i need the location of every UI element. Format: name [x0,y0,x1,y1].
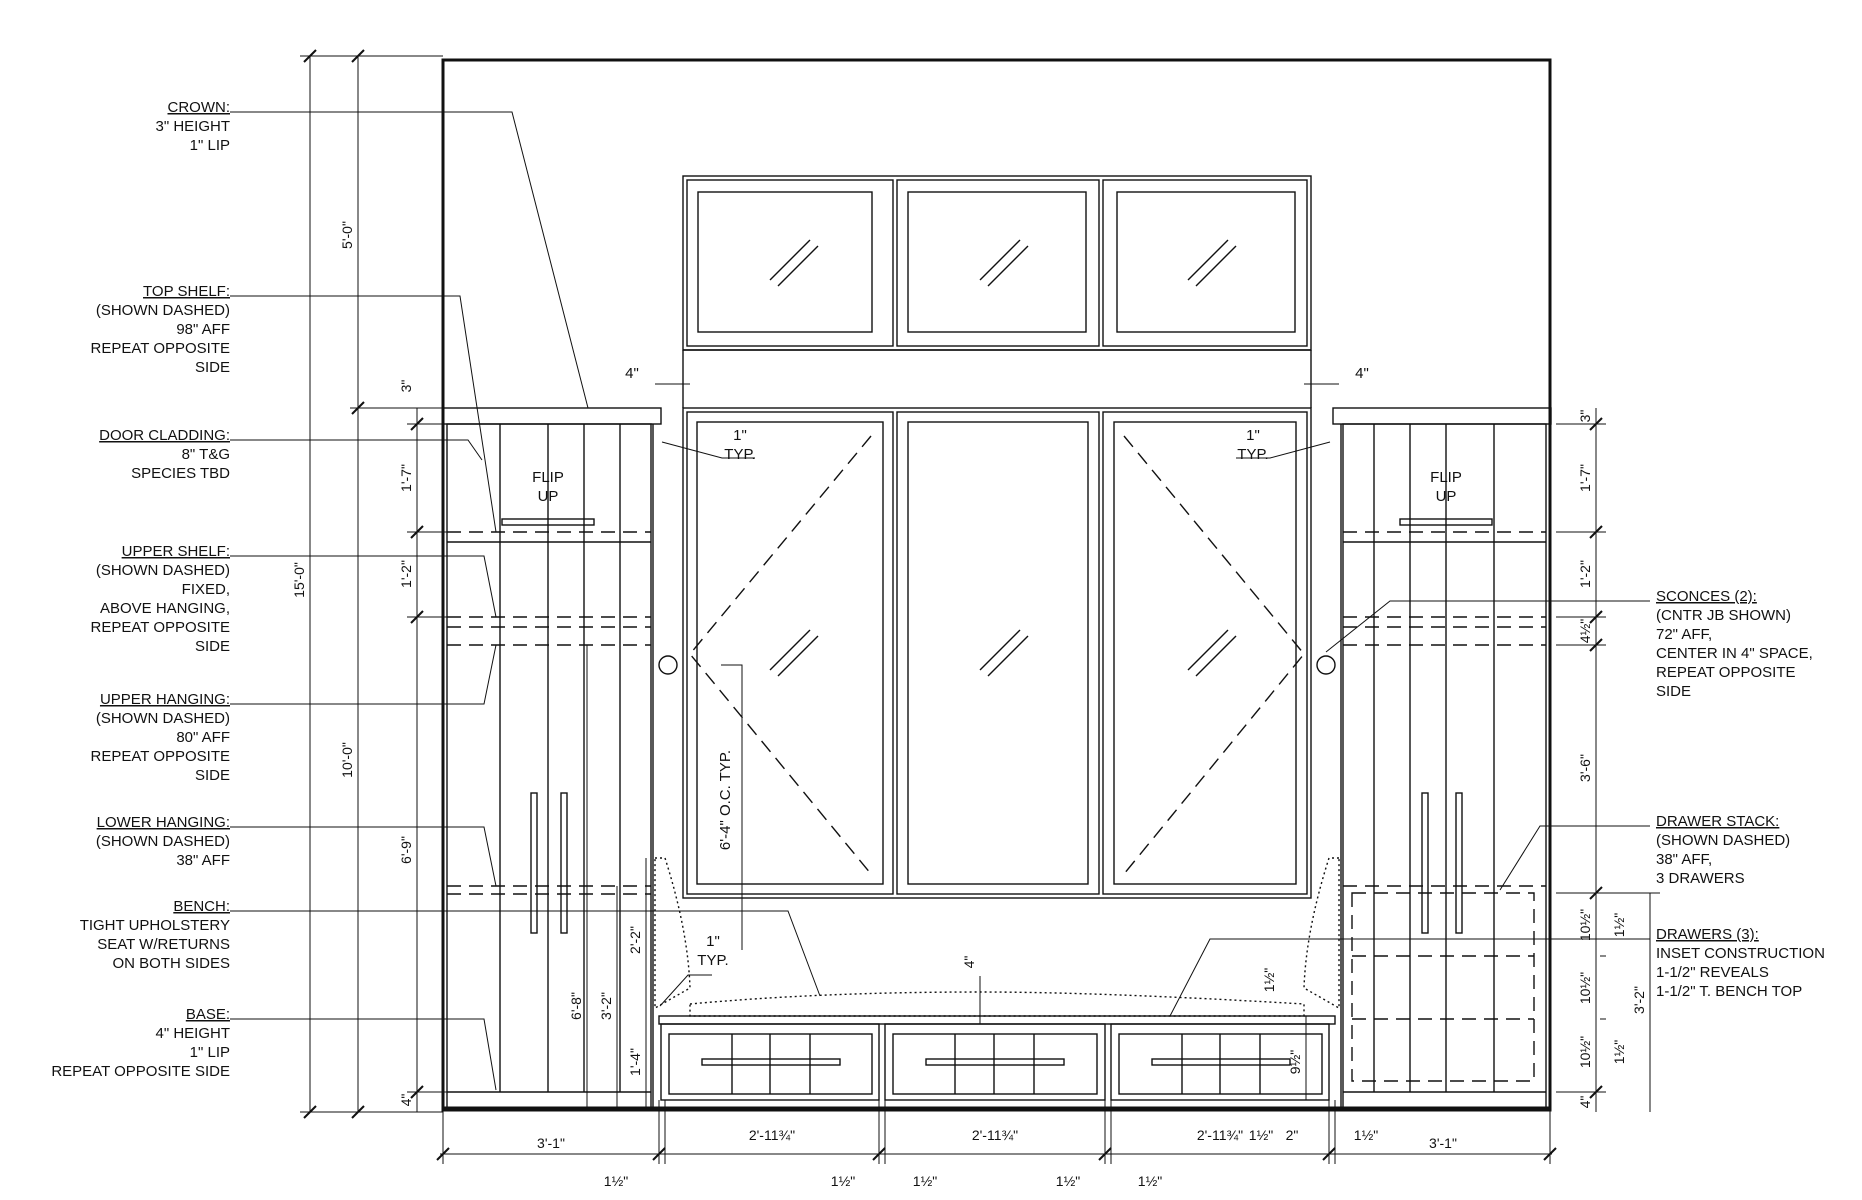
notes-right: SCONCES (2):(CNTR JB SHOWN)72" AFF,CENTE… [1656,588,1825,1000]
dim-left-cab: 3'-1" [537,1135,565,1151]
dim-inner-6-8: 6'-8" [568,992,584,1020]
dim-reveal-4: 1½" [1056,1173,1080,1189]
french-doors [682,407,1312,899]
dim-reveal-5: 1½" [1138,1173,1162,1189]
dim-bench-1-half: 1½" [1261,968,1277,992]
dim-right-crown: 3" [1577,410,1593,423]
typ-4-right: 4" [1355,365,1369,382]
dim-bench-4: 4" [961,956,977,969]
dim-reveal-2: 1½" [831,1173,855,1189]
bench [654,857,1340,1101]
dim-drawer-reveal-2: 1½" [1611,1040,1627,1064]
leader-lines [230,111,1650,1091]
dim-right-3-6: 3'-6" [1577,754,1593,782]
typ-4-left: 4" [625,365,639,382]
dim-reveal-6: 1½" [1249,1127,1273,1143]
typ-label-left: 1"TYP. [724,427,755,463]
dim-drawer-2: 10½" [1577,972,1593,1004]
dim-upper: 5'-0" [339,221,355,249]
dim-drawer-1: 10½" [1577,909,1593,941]
dim-left-top: 1'-7" [398,464,414,492]
dim-inner-3-2: 3'-2" [598,992,614,1020]
dim-bench-2-2: 2'-2" [627,926,643,954]
typ-label-bench: 1"TYP. [697,933,728,969]
sconce-right [1316,655,1336,675]
dim-bay-3: 2'-11¾" [1197,1127,1243,1143]
dim-drawer-3: 10½" [1577,1036,1593,1068]
dim-two: 2" [1286,1127,1299,1143]
typ-label-right: 1"TYP. [1237,427,1268,463]
dim-drawer-reveal-1: 1½" [1611,913,1627,937]
dim-bay-1: 2'-11¾" [749,1127,795,1143]
dim-right-4-half: 4½" [1577,619,1593,643]
dim-bench-1-4: 1'-4" [627,1048,643,1076]
dim-bay-2: 2'-11¾" [972,1127,1018,1143]
dim-reveal-1: 1½" [604,1173,628,1189]
note-drawer-stack: DRAWER STACK:(SHOWN DASHED)38" AFF,3 DRA… [1656,813,1790,887]
left-wardrobe [442,407,662,1109]
dim-right-mid: 1'-2" [1577,560,1593,588]
dim-lower: 10'-0" [339,742,355,778]
sconce-left [658,655,678,675]
note-upper-shelf: UPPER SHELF:(SHOWN DASHED)FIXED,ABOVE HA… [91,543,230,655]
dim-reveal-3: 1½" [913,1173,937,1189]
dim-overall: 15'-0" [291,562,307,598]
dim-left-low: 6'-9" [398,836,414,864]
dim-left-mid: 1'-2" [398,560,414,588]
dim-crown: 3" [398,380,414,393]
transom-windows [682,175,1312,408]
dim-right-top: 1'-7" [1577,464,1593,492]
dim-right-3-2: 3'-2" [1631,986,1647,1014]
note-lower-hanging: LOWER HANGING:(SHOWN DASHED)38" AFF [96,814,230,869]
dim-right-cab: 3'-1" [1429,1135,1457,1151]
dim-reveal-7: 1½" [1354,1127,1378,1143]
dim-right-base: 4" [1577,1096,1593,1109]
note-sconces: SCONCES (2):(CNTR JB SHOWN)72" AFF,CENTE… [1656,588,1813,700]
oc-typ-label: 6'-4" O.C. TYP. [717,750,734,850]
room-outline [441,58,1552,1112]
right-wardrobe [1332,407,1552,1109]
dim-bench-9-half: 9½" [1287,1050,1303,1074]
dim-left-base: 4" [398,1094,414,1107]
dimension-lines [300,49,1660,1164]
note-crown-line: CROWN: [168,99,231,116]
